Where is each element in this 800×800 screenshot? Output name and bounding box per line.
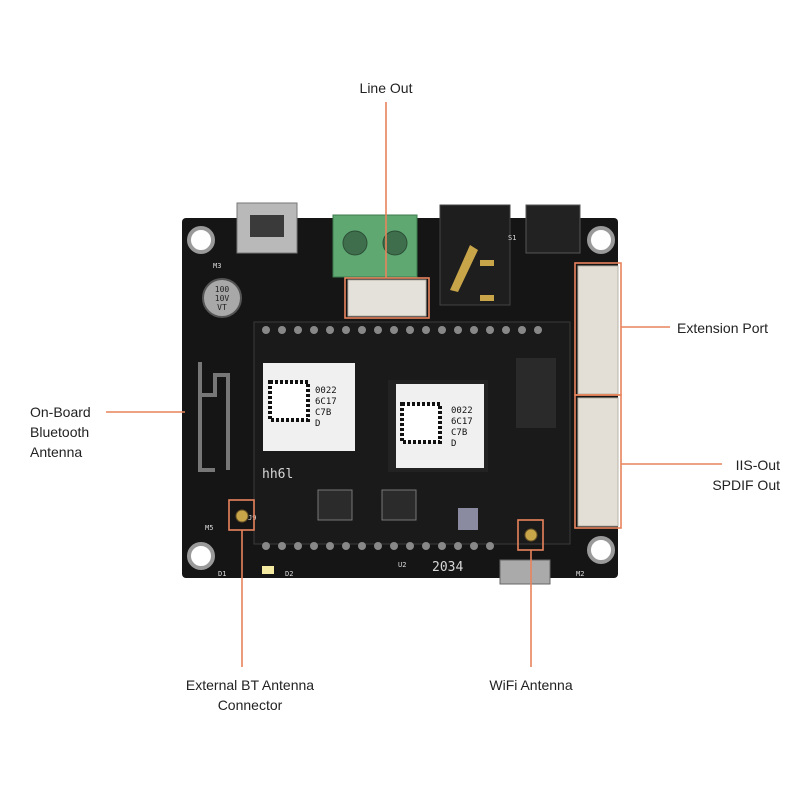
svg-text:D1: D1 [218,570,226,578]
svg-text:D: D [451,439,456,449]
capacitor [202,278,242,318]
callout-wifi-antenna: WiFi Antenna [489,677,573,693]
extension-port-connector [577,265,619,395]
svg-text:10V: 10V [215,294,230,303]
callout-extension-port: Extension Port [677,320,769,336]
svg-text:D2: D2 [285,570,293,578]
svg-text:S1: S1 [508,234,516,242]
iis-spdif-connector [577,397,619,527]
svg-text:C7B: C7B [315,408,331,418]
svg-text:0022: 0022 [451,406,473,416]
svg-text:hh6l: hh6l [262,467,293,482]
svg-text:6C17: 6C17 [451,417,473,427]
svg-text:M3: M3 [213,262,221,270]
switch-s1 [525,204,581,254]
flash-chip [516,358,556,428]
callout-iis-out: IIS-Out [735,457,780,473]
callout-bt-antenna: On-Board Bluetooth Antenna [30,402,91,462]
svg-text:100: 100 [215,285,230,294]
callout-ext-bt-connector: External BT Antenna Connector [186,675,314,715]
callout-bt-antenna-line3: Antenna [30,444,83,460]
callout-spdif-out: SPDIF Out [712,477,780,493]
callout-ext-bt-line2: Connector [217,697,283,713]
bt-antenna-trace [198,362,230,472]
slide-switch [499,559,551,585]
line-out-connector [347,279,427,317]
svg-text:U2: U2 [398,561,406,569]
callout-lines [106,102,722,667]
pin-header-top [262,326,542,334]
svg-text:M2: M2 [576,570,584,578]
callout-bt-antenna-line1: On-Board [30,404,91,420]
svg-text:2034: 2034 [432,560,463,575]
svg-text:6C17: 6C17 [315,397,337,407]
svg-text:VT: VT [217,303,227,312]
svg-text:D: D [315,419,320,429]
callout-bt-antenna-line2: Bluetooth [30,424,90,440]
pin-header-bottom [262,542,494,550]
ext-bt-ufl-connector [235,509,249,523]
callout-line-out: Line Out [359,80,413,96]
led-d2 [262,566,274,574]
svg-text:J9: J9 [248,514,256,522]
callout-ext-bt-line1: External BT Antenna [185,677,315,693]
mounting-holes [187,226,615,570]
svg-text:C7B: C7B [451,428,467,438]
svg-text:0022: 0022 [315,386,337,396]
inductor [317,489,353,521]
callout-iis-spdif: IIS-Out SPDIF Out [712,455,780,495]
wifi-ufl-connector [524,528,538,542]
svg-text:M5: M5 [205,524,213,532]
